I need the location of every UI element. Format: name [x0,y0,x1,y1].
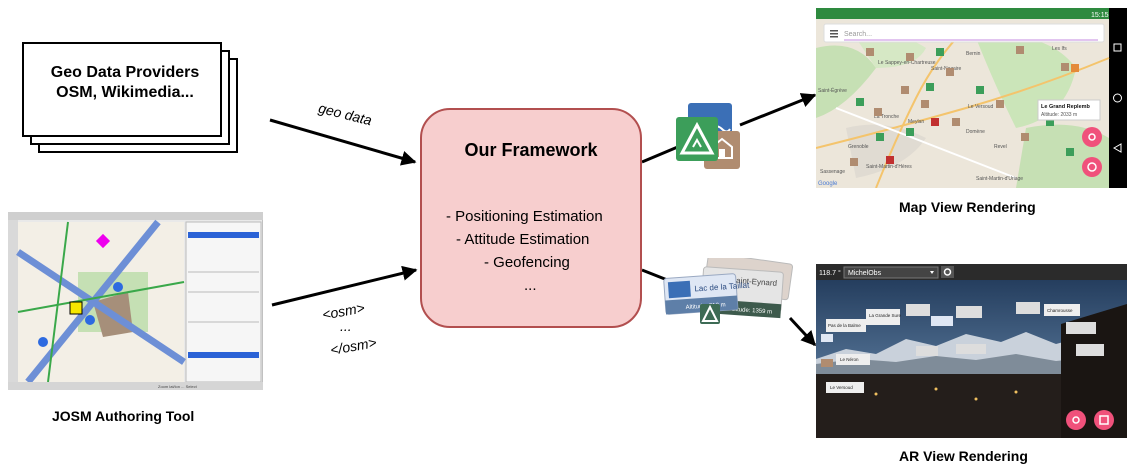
map-location-fab [1082,127,1102,147]
map-place-7: Grenoble [848,144,869,150]
map-icons-cluster [676,103,740,169]
map-view-caption: Map View Rendering [899,199,1036,215]
framework-item-geofencing: - Geofencing [484,254,570,271]
providers-line-2: OSM, Wikimedia... [56,84,194,101]
arrow-osm [271,265,418,307]
map-place-0: Les Ifs [1052,46,1067,52]
ar-profile-select-value: MichelObs [848,270,882,277]
map-place-1: Bernin [966,51,981,57]
framework-item-positioning: - Positioning Estimation [446,208,603,225]
map-search-bar [823,23,1105,43]
ar-view-caption: AR View Rendering [899,448,1028,464]
map-search-placeholder: Search... [844,31,872,38]
ar-profile-select [843,266,939,279]
map-place-6: La Tronche [874,114,899,120]
josm-caption: JOSM Authoring Tool [52,408,195,424]
arrow-to-map-view [739,93,817,127]
ar-tag-chamrousse: Chamrousse [1047,308,1073,313]
map-place-13: Revel [994,144,1007,150]
map-place-5: Meylan [908,119,924,125]
ar-small-tags [821,302,1104,367]
framework-title: Our Framework [464,140,598,160]
map-place-3: Le Sappey-en-Chartreuse [878,60,936,66]
framework-item-attitude: - Attitude Estimation [456,231,590,248]
arrow-to-map-icons [641,144,681,164]
map-ar-fab [1082,157,1102,177]
framework-item-more: ... [524,277,537,294]
map-popup-title: Le Grand Replemb [1041,104,1091,110]
map-status-time: 15:15 [1091,12,1109,19]
ar-map-fab [1094,410,1114,430]
map-popup [1037,99,1101,121]
ar-location-fab [1066,410,1086,430]
ar-tag-versoud: Le Versoud [830,385,853,390]
geo-data-providers-label: Geo Data Providers OSM, Wikimedia... [22,38,228,128]
josm-selected-node [69,301,83,315]
josm-status-text: Zoom lat/lon ... Select [158,384,198,389]
josm-screenshot: Zoom lat/lon ... Select [8,212,263,390]
arrow-geo-data [269,118,417,166]
ar-label-lac-taillat: Lac de la Taillat [694,281,750,294]
map-view-screenshot: 15:15 Search... Les Ifs Bernin Saint-Naz… [816,8,1127,188]
ar-heading-value: 118.7 ° [819,269,841,277]
map-place-11: Domène [966,129,985,135]
providers-line-1: Geo Data Providers [50,64,200,81]
map-place-9: Saint-Martin-d'Hères [866,164,912,170]
ar-tag-grande-sure: La Grande Sure [869,313,902,318]
map-google-label: Google [818,181,838,187]
ar-label-saint-eynard-alt: Altitude: 1359 m [729,307,773,316]
map-status-bar [816,8,1109,19]
map-popup-subtitle: Altitude: 2033 m [1041,112,1077,118]
framework-box [420,108,642,328]
map-place-12: Saint-Martin-d'Uriage [976,176,1023,182]
ar-tag-neron: Le Néron [840,357,859,362]
ar-label-card-front: Lac de la Taillat Altitude: 212 m [663,273,750,315]
ar-settings-button [941,266,954,278]
ar-labels-cluster: Saint-Eynard Altitude: 1359 m Lac de la … [663,258,794,324]
ar-view-screenshot: 118.7 ° MichelObs Pas de la Balme La Gra… [816,264,1127,438]
arrow-to-ar-view [788,316,817,347]
map-place-8: Sassenage [820,169,845,175]
map-poi-icons [850,46,1079,166]
ar-tag-pas-balme: Pas de la Balme [828,323,861,328]
document-stack-front [22,42,222,137]
ar-label-saint-eynard: Saint-Eynard [731,276,778,288]
map-place-10: Le Versoud [968,104,994,110]
edge-label-osm-dots: ... [340,318,352,334]
map-place-4: Saint-Égrève [818,87,847,94]
